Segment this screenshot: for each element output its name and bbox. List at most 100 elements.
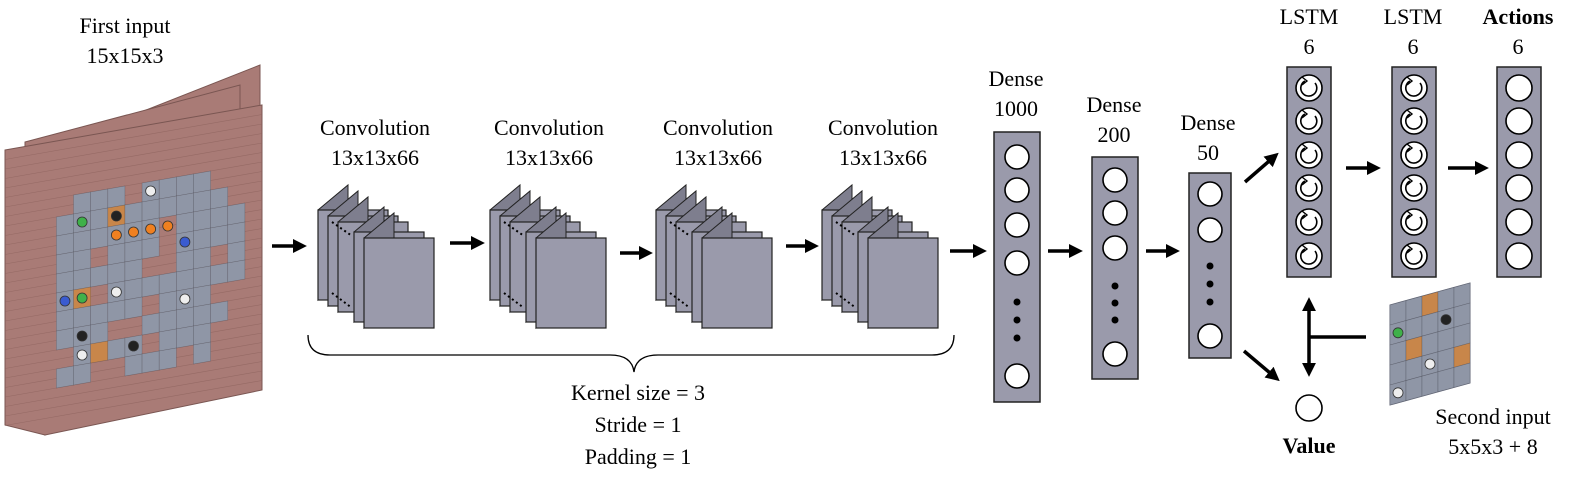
recurrent-arrowhead: [1406, 176, 1414, 186]
brick-line: [4, 142, 263, 189]
agent-green-item: [76, 292, 88, 304]
neuron: [1400, 107, 1428, 135]
floor-tile: [227, 202, 246, 226]
floor-tile: [141, 312, 160, 336]
floor-tile: [227, 221, 246, 245]
flame-item: [162, 220, 174, 232]
floor-tile: [193, 284, 211, 308]
recurrent-icon: [1300, 214, 1318, 231]
floor-tile: [193, 265, 211, 289]
recurrent-icon: [1405, 214, 1423, 231]
recurrent-arrowhead: [1406, 109, 1414, 119]
floor-tile: [193, 170, 211, 194]
floor-tile: [176, 211, 194, 235]
conv-ellipsis: [835, 292, 857, 309]
arrow-dense3-lstm1: [1243, 152, 1279, 184]
lstm-2-layer: [1391, 66, 1437, 278]
floor-tile: [176, 192, 194, 216]
first-input-title: First input: [79, 13, 171, 38]
recurrent-arrowhead: [1406, 143, 1414, 153]
floor-tile: [1421, 371, 1439, 397]
ellipsis-dot: [1111, 299, 1119, 307]
conv2-dims: 13x13x66: [505, 145, 593, 170]
floor-tile: [124, 258, 143, 282]
floor-tile: [73, 229, 91, 253]
brick-line: [4, 361, 263, 407]
floor-tile: [193, 303, 211, 327]
lstm1-size: 6: [1303, 34, 1315, 59]
floor-tile: [193, 208, 211, 232]
board-item: [1440, 314, 1452, 326]
neuron: [1004, 250, 1030, 276]
conv-brace: [307, 334, 955, 373]
stride-label: Stride = 1: [594, 412, 682, 437]
floor-tile: [56, 213, 74, 237]
recurrent-arrowhead: [1301, 210, 1309, 220]
floor-tile: [56, 308, 74, 332]
flame-item: [145, 223, 157, 235]
neuron: [1295, 208, 1323, 236]
floor-tile: [107, 242, 126, 266]
neuron: [1197, 181, 1223, 207]
floor-tile: [210, 300, 229, 324]
brick-line: [4, 161, 263, 208]
recurrent-arrowhead: [1301, 244, 1309, 254]
floor-tile: [124, 239, 143, 263]
ellipsis-dot: [1013, 316, 1021, 324]
neuron: [1400, 74, 1428, 102]
lstm2-title: LSTM: [1383, 4, 1443, 29]
bomb-item: [110, 210, 122, 222]
neuron: [1400, 242, 1428, 270]
neuron: [1197, 217, 1223, 243]
floor-tile: [90, 226, 109, 250]
conv-ellipsis: [503, 292, 525, 309]
floor-tile: [158, 309, 177, 333]
dense2-title: Dense: [1086, 92, 1142, 117]
recurrent-icon: [1300, 80, 1318, 97]
recurrent-icon: [1300, 147, 1318, 164]
arrow-dense3-value: [1242, 349, 1280, 382]
brick-line: [4, 114, 263, 160]
conv-stack-2: [489, 183, 607, 330]
floor-tile: [210, 262, 229, 286]
flame-item: [110, 229, 122, 241]
recurrent-icon: [1300, 113, 1318, 130]
floor-tile: [193, 246, 211, 270]
conv4-title: Convolution: [827, 115, 938, 140]
ellipsis-dot: [1206, 298, 1214, 306]
floor-tile: [107, 185, 126, 209]
neuron: [1400, 141, 1428, 169]
floor-tile: [90, 264, 109, 288]
second-input-board: [1389, 282, 1471, 406]
recurrent-arrowhead: [1301, 143, 1309, 153]
dense1-size: 1000: [994, 96, 1038, 121]
floor-tile: [90, 302, 109, 326]
floor-tile: [141, 274, 160, 298]
recurrent-arrowhead: [1406, 76, 1414, 86]
agent-blue-item: [179, 236, 191, 248]
agent-white-item: [179, 293, 191, 305]
recurrent-icon: [1405, 113, 1423, 130]
padding-label: Padding = 1: [584, 444, 692, 469]
lstm-1-layer-box: [1286, 66, 1332, 278]
recurrent-arrowhead: [1301, 176, 1309, 186]
conv-sheet: [867, 237, 939, 329]
floor-tile: [210, 224, 229, 248]
conv1-dims: 13x13x66: [331, 145, 419, 170]
second-input-title: Second input: [1435, 404, 1551, 429]
floor-tile: [193, 189, 211, 213]
floor-tile: [56, 365, 74, 389]
neuron: [1004, 144, 1030, 170]
neuron: [1295, 174, 1323, 202]
floor-tile: [176, 173, 194, 197]
floor-tile: [193, 227, 211, 251]
neuron: [1102, 167, 1128, 193]
dense2-size: 200: [1097, 122, 1131, 147]
conv-ellipsis: [835, 221, 857, 237]
floor-tile: [73, 362, 91, 386]
floor-tile: [56, 327, 74, 351]
ellipsis-dot: [1206, 262, 1214, 270]
neuron: [1505, 74, 1533, 102]
dense-1000-layer: [993, 131, 1041, 403]
floor-tile: [210, 205, 229, 229]
